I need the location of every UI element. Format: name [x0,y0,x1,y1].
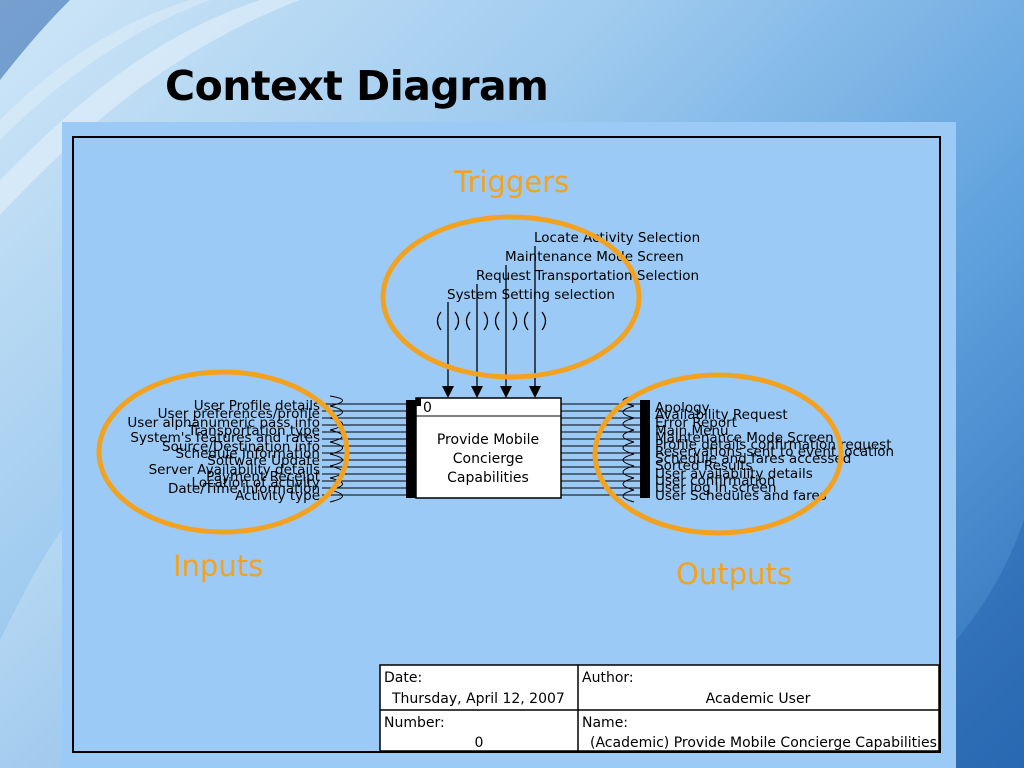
process-box: 0 Provide Mobile Concierge Capabilities [415,397,562,499]
output-label: User confirmation [655,473,775,489]
author-value: Academic User [706,691,811,707]
trigger-label: System Setting selection [447,287,615,303]
input-labels: User Profile details User preferences/pr… [127,398,320,504]
outputs-ellipse [592,372,844,536]
output-label: User availability details [655,466,813,482]
diagram-frame [72,136,941,753]
title-block: Date: Thursday, April 12, 2007 Author: A… [379,664,940,752]
output-label: Schedule and fares accessed [655,451,851,467]
output-label: Apology [655,400,710,416]
output-label: Maintenance Mode Screen [655,430,834,446]
input-label: Transportation type [187,423,320,439]
trigger-label: Maintenance Mode Screen [505,249,684,265]
output-arrows [561,395,640,503]
output-label: Profile details confirmation request [655,437,891,453]
highlight-ellipses [96,214,844,536]
triggers-ellipse [380,214,642,380]
number-label: Number: [384,715,445,731]
trigger-arrowheads [442,386,541,398]
input-label: Software Update [207,453,320,469]
number-value: 0 [475,735,484,751]
input-label: Date/Time information [168,481,320,497]
input-label: User alphanumeric pass info [127,415,320,431]
inputs-ellipse [96,369,350,535]
triggers-annotation: Triggers [453,165,569,199]
input-label: Server Availability details [149,462,320,478]
input-label: Source/Destination info [162,439,320,455]
input-label: Activity type [235,488,320,504]
name-value: (Academic) Provide Mobile Concierge Capa… [590,735,937,751]
date-value: Thursday, April 12, 2007 [391,691,565,707]
input-label: Payment Receipt [206,469,320,485]
output-label: Reservations sent to event location [655,444,894,460]
process-name-line: Provide Mobile [437,432,539,448]
slide-title: Context Diagram [165,62,549,110]
output-label: Main Menu [655,423,729,439]
input-label: User preferences/profile [158,406,320,422]
output-label: Availability Request [655,407,788,423]
trigger-label: Locate Activity Selection [534,230,700,246]
date-label: Date: [384,670,422,686]
input-arrowheads [406,400,416,498]
input-label: Schedule Information [176,446,320,462]
trigger-label: Request Transportation Selection [476,268,699,284]
output-label: Error Report [655,415,737,431]
trigger-labels: Locate Activity Selection Maintenance Mo… [447,230,700,303]
name-label: Name: [582,715,628,731]
author-label: Author: [582,670,634,686]
inputs-annotation: Inputs [173,549,263,583]
output-label: User Schedules and fares [655,488,827,504]
input-label: System's features and rates [130,430,320,446]
output-arrowheads [640,400,650,498]
trigger-arrows [436,246,547,388]
input-label: Location of activity [192,475,320,491]
process-number: 0 [423,400,432,416]
output-label: Sorted Results [655,458,753,474]
outputs-annotation: Outputs [676,557,792,591]
output-label: User log in screen [655,480,776,496]
process-name-line: Concierge [453,451,523,467]
process-name-line: Capabilities [447,470,529,486]
output-labels: Apology Availability Request Error Repor… [655,400,894,504]
input-label: User Profile details [194,398,320,414]
